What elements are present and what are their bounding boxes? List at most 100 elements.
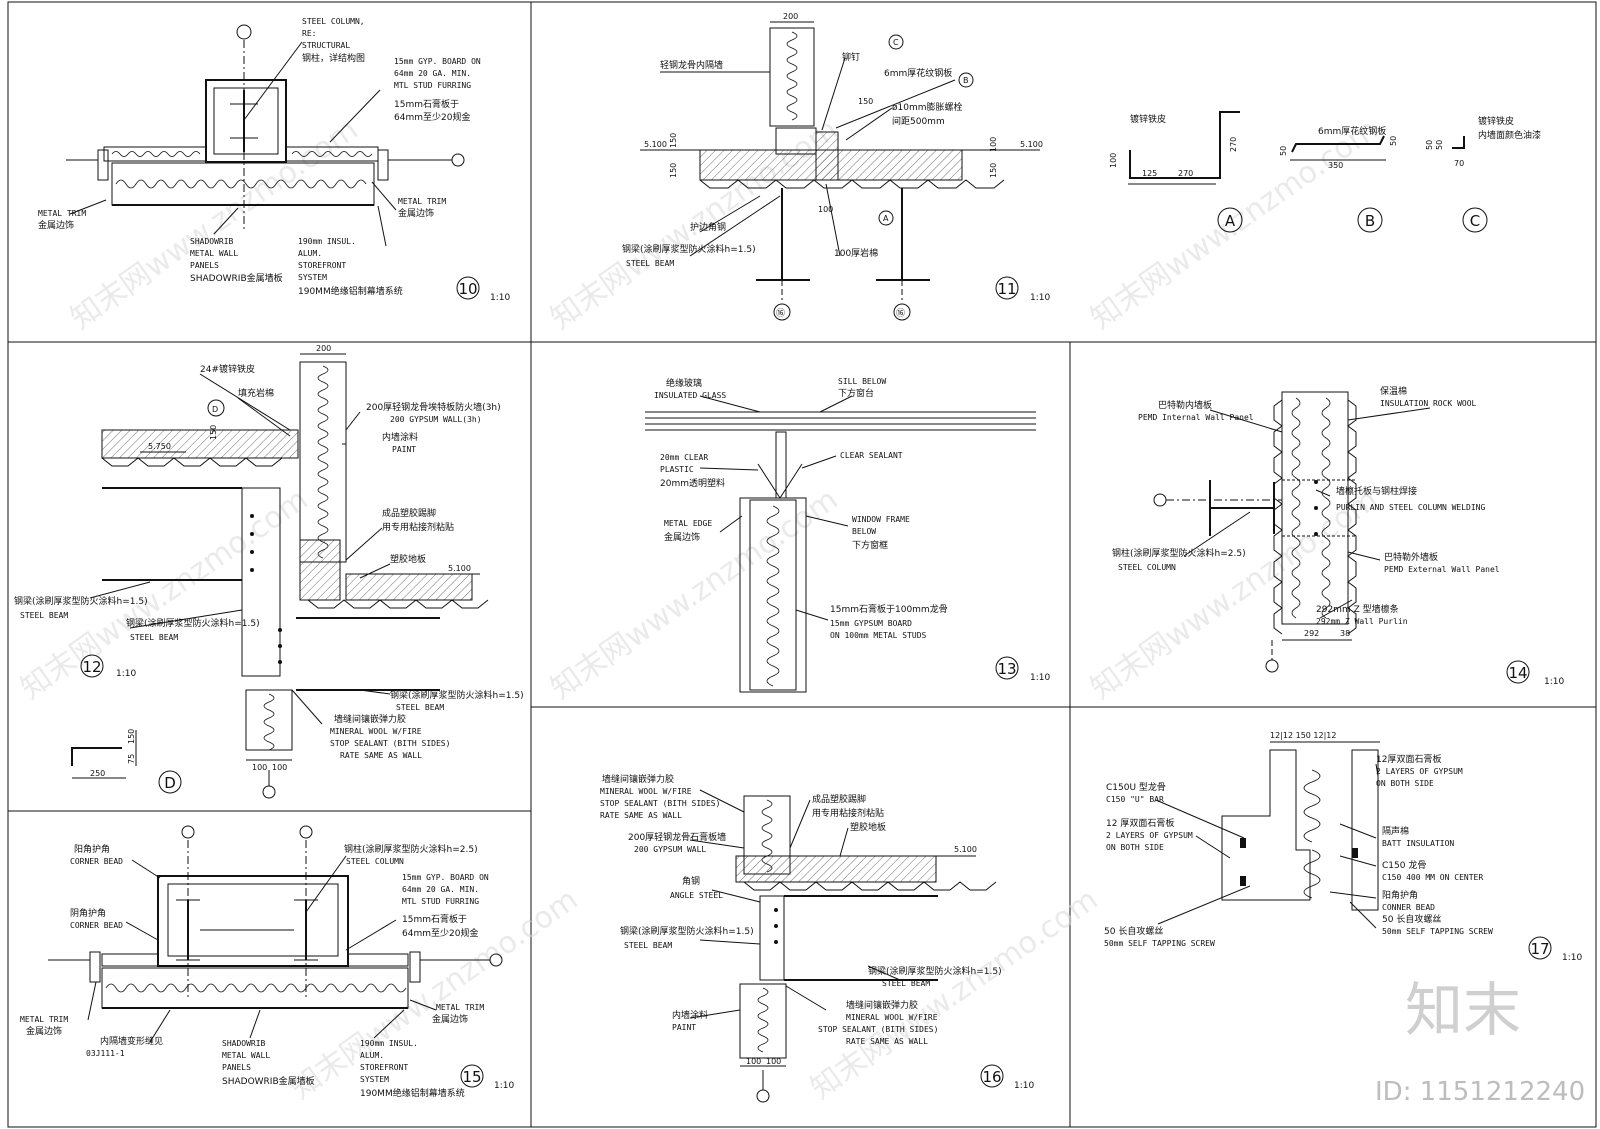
label: C150U 型龙骨: [1106, 781, 1166, 793]
label: STEEL COLUMN,: [302, 17, 365, 26]
label: SHADOWRIB金属墙板: [190, 272, 283, 284]
dimension: 150: [858, 97, 873, 106]
label: 间距500mm: [892, 115, 945, 127]
label: 绝缘玻璃: [666, 377, 702, 389]
dimension: 350: [1328, 161, 1343, 170]
label: STOP SEALANT (BITH SIDES): [600, 799, 720, 808]
label: METAL TRIM: [20, 1015, 68, 1024]
level: 5.100: [448, 564, 471, 573]
label: PANELS: [190, 261, 219, 270]
label: 金属边饰: [26, 1025, 62, 1037]
label: 15mm石膏板于: [402, 913, 467, 925]
label: MINERAL WOOL W/FIRE: [846, 1013, 938, 1022]
detail-number: 17: [1530, 940, 1549, 958]
label: 墙缝间镶嵌弹力胶: [334, 713, 406, 725]
label: 100厚岩棉: [834, 247, 878, 259]
label: 292mm Z 型墙檩条: [1316, 603, 1399, 615]
details-abc: 镀锌铁皮 100 125 270 270 6mm厚花纹钢板 50 50 350 …: [1109, 111, 1541, 233]
panel-grid: [7, 1, 1597, 1128]
detail-tag: A: [1225, 212, 1236, 230]
grid-label: ⑯: [776, 308, 785, 319]
label: INSULATED GLASS: [654, 391, 726, 400]
detail-17: 12|12 150 12|12 12厚双面石膏板 2 LAYERS OF GYP…: [1104, 731, 1582, 963]
dimension: 100: [989, 137, 998, 152]
dimension: 100: [252, 763, 267, 772]
label: BELOW: [852, 527, 876, 536]
detail-tag: D: [164, 774, 176, 792]
label: 15mm石膏板于: [394, 98, 459, 110]
label: ON BOTH SIDE: [1376, 779, 1434, 788]
label: 200 GYPSUM WALL: [634, 845, 706, 854]
label: PEMD External Wall Panel: [1384, 565, 1500, 574]
column-enclosure: [157, 875, 349, 967]
label: STOP SEALANT (BITH SIDES): [818, 1025, 938, 1034]
label: SHADOWRIB: [190, 237, 234, 246]
label: 24#镀锌铁皮: [200, 363, 255, 375]
detail-scale: 1:10: [1562, 953, 1582, 963]
dimension: 50: [1389, 136, 1398, 146]
label: 50mm SELF TAPPING SCREW: [1382, 927, 1493, 936]
level: 5.100: [954, 845, 977, 854]
label: 阴角护角: [70, 907, 106, 919]
label: ø10mm膨胀螺栓: [892, 101, 963, 113]
dimension: 100: [272, 763, 287, 772]
label: 12厚双面石膏板: [1376, 753, 1441, 765]
label: METAL WALL: [222, 1051, 270, 1060]
callout: B: [963, 76, 969, 85]
label: 钢柱(涂刷厚浆型防火涂料h=2.5): [1112, 547, 1246, 559]
callout: C: [893, 38, 899, 47]
callout: D: [212, 405, 218, 414]
level: 5.100: [644, 140, 667, 149]
label: 15mm GYPSUM BOARD: [830, 619, 912, 628]
label: STEEL BEAM: [626, 259, 674, 268]
label: WINDOW FRAME: [852, 515, 910, 524]
label: 64mm至少20规金: [394, 111, 470, 123]
detail-11: 200 ⑯ ⑯ 5.100 5.100 150 150 150 100 150 …: [622, 12, 1050, 321]
label: 03J111-1: [86, 1049, 125, 1058]
partition-wall: [769, 27, 815, 127]
label: 钢柱(涂刷厚浆型防火涂料h=2.5): [344, 843, 478, 855]
dimension: 150: [127, 729, 136, 744]
label: 200厚轻钢龙骨埃特板防火墙(3h): [366, 401, 501, 413]
dimension: 270: [1229, 137, 1238, 152]
detail-scale: 1:10: [1030, 673, 1050, 683]
label: MINERAL WOOL W/FIRE: [600, 787, 692, 796]
label: ON BOTH SIDE: [1106, 843, 1164, 852]
label: ALUM.: [360, 1051, 384, 1060]
label: RATE SAME AS WALL: [600, 811, 682, 820]
label: 成品塑胶踢脚: [812, 793, 866, 805]
label: CONNER BEAD: [1382, 903, 1435, 912]
watermark-text: 知末网www.znzmo.com: [1085, 482, 1385, 707]
dimension: 100: [746, 1057, 761, 1066]
label: 2 LAYERS OF GYPSUM: [1106, 831, 1193, 840]
label: 64mm至少20规金: [402, 927, 478, 939]
label: 190MM绝缘铝制幕墙系统: [360, 1087, 465, 1099]
dimension: 50: [1425, 140, 1434, 150]
label: 巴特勒外墙板: [1384, 551, 1438, 563]
detail-10: STEEL COLUMN, RE: STRUCTURAL 钢柱，详结构图 15m…: [38, 17, 510, 303]
label: 内隔墙变形缝见: [100, 1035, 163, 1047]
dimension: 200: [316, 344, 331, 353]
label: 塑胶地板: [850, 821, 886, 833]
label: PAINT: [392, 445, 416, 454]
dimension: 12|12 150 12|12: [1270, 731, 1336, 740]
label: 钢梁(涂刷厚浆型防火涂料h=1.5): [390, 689, 524, 701]
dimension: 100: [766, 1057, 781, 1066]
label: PEMD Internal Wall Panel: [1138, 413, 1254, 422]
label: 200 GYPSUM WALL(3h): [390, 415, 482, 424]
dimension: 150: [669, 163, 678, 178]
label: MTL STUD FURRING: [402, 897, 479, 906]
label: STRUCTURAL: [302, 41, 350, 50]
label: ON 100mm METAL STUDS: [830, 631, 927, 640]
label: SYSTEM: [360, 1075, 389, 1084]
label: STEEL COLUMN: [1118, 563, 1176, 572]
label: ALUM.: [298, 249, 322, 258]
label: 填充岩棉: [238, 387, 274, 399]
label: 190MM绝缘铝制幕墙系统: [298, 285, 403, 297]
label: 下方窗台: [838, 387, 874, 399]
watermark-text: 知末网www.znzmo.com: [545, 482, 845, 707]
label: 内墙涂料: [382, 431, 418, 443]
detail-12: 200 5.750 150 5.100 100 100 D: [14, 344, 524, 799]
label: 阳角护角: [1382, 889, 1418, 901]
